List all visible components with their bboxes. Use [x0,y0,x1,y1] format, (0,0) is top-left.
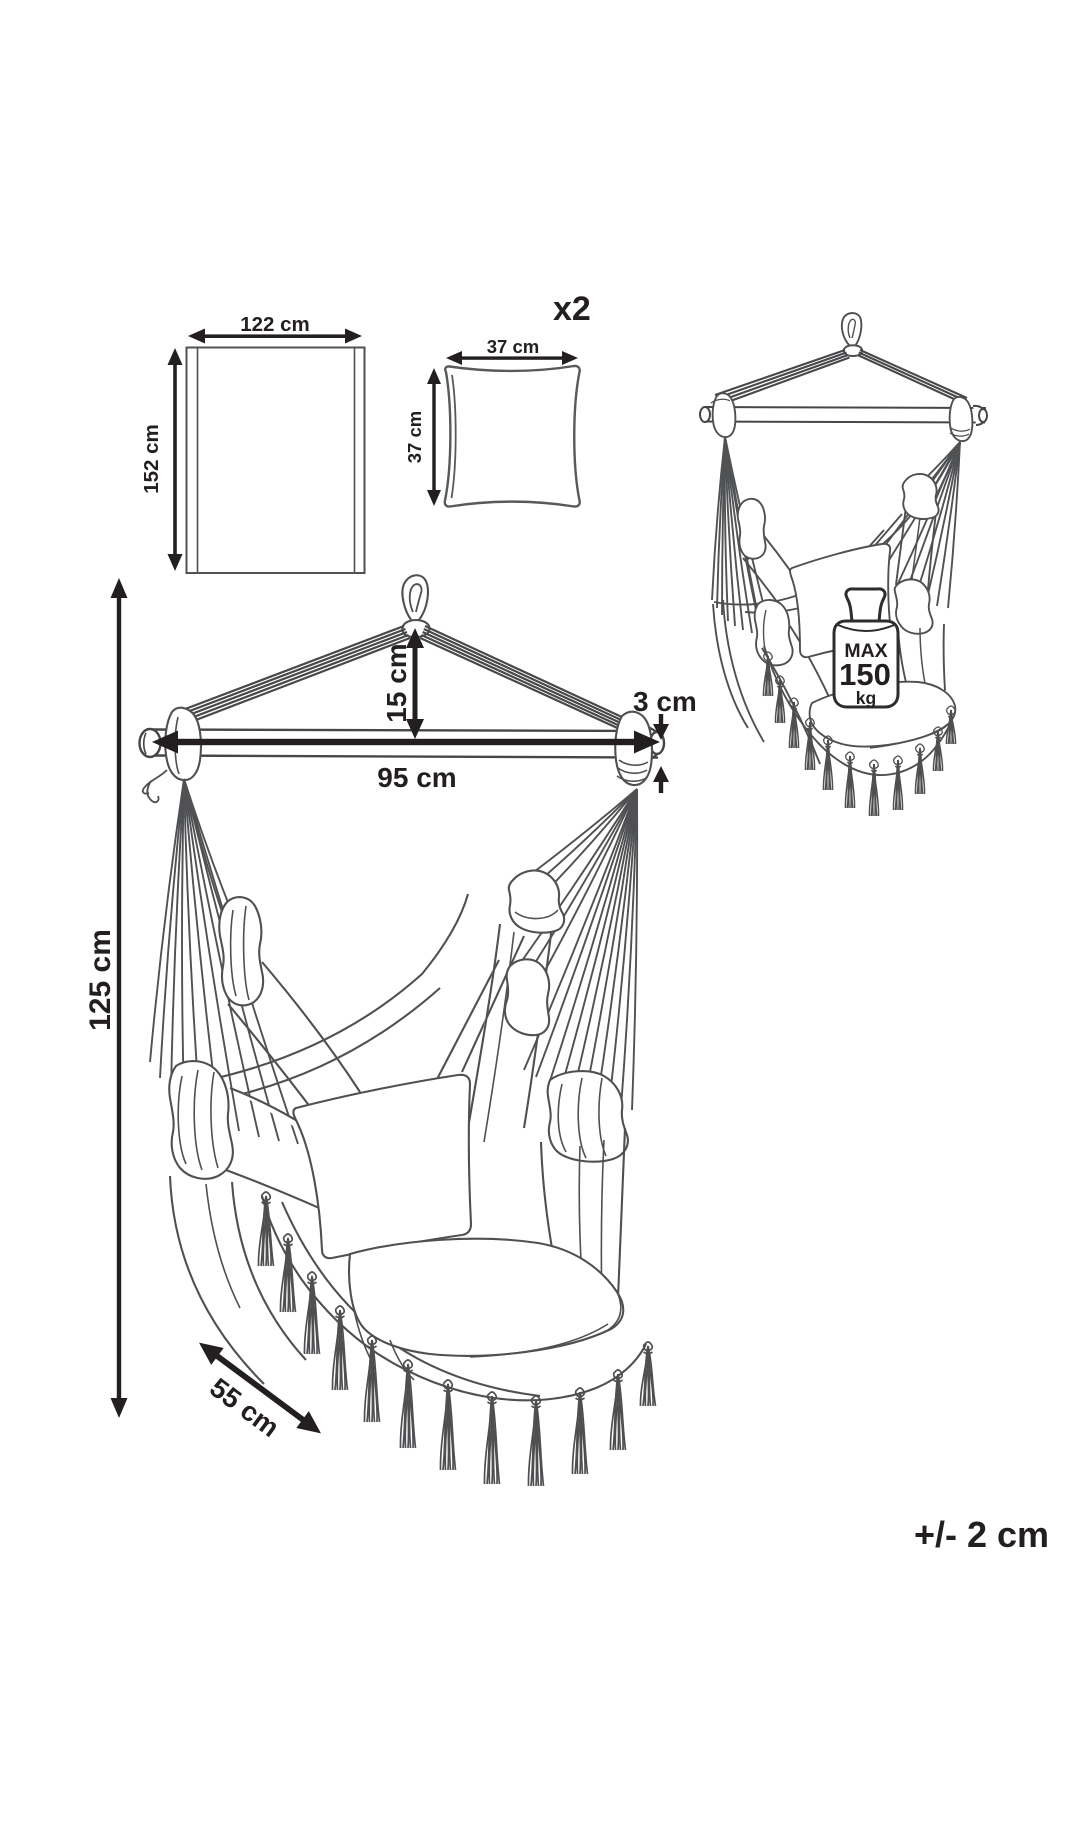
svg-text:152 cm: 152 cm [140,424,163,494]
svg-text:kg: kg [856,688,876,708]
svg-text:37 cm: 37 cm [404,411,425,463]
svg-text:150: 150 [839,657,891,692]
svg-text:125 cm: 125 cm [84,929,117,1031]
svg-text:95 cm: 95 cm [377,762,456,793]
svg-text:15 cm: 15 cm [381,643,412,722]
svg-text:3 cm: 3 cm [633,686,697,717]
svg-text:x2: x2 [553,290,591,328]
svg-text:+/- 2 cm: +/- 2 cm [914,1514,1049,1555]
svg-text:37 cm: 37 cm [487,336,539,357]
svg-text:MAX: MAX [844,640,887,662]
svg-text:122 cm: 122 cm [240,313,310,336]
